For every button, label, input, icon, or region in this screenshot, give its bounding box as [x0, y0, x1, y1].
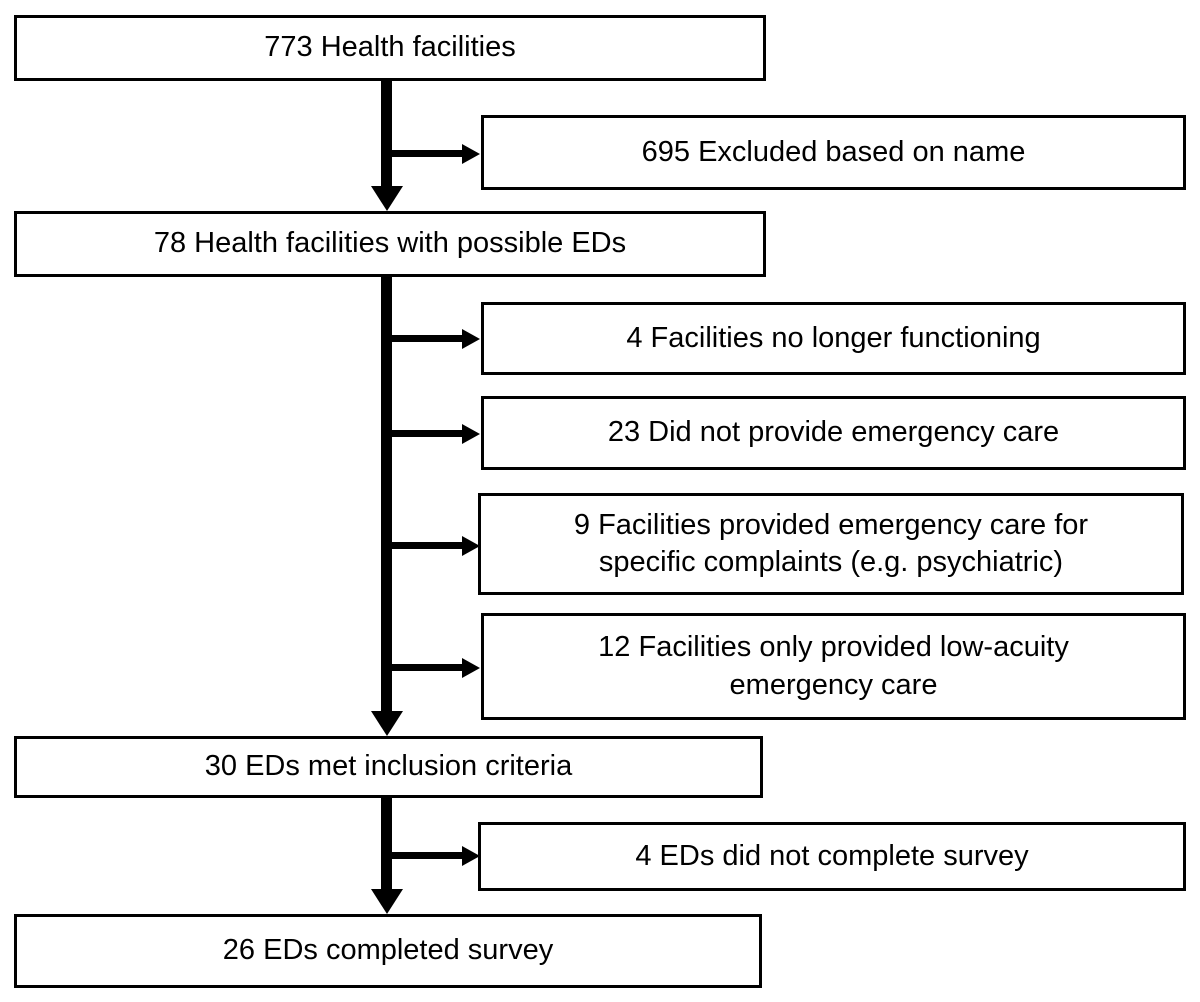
box-health-facilities: 773 Health facilities [14, 15, 766, 81]
branch-arrow-line-did-not-complete [387, 852, 464, 859]
box-possible-eds-label: 78 Health facilities with possible EDs [153, 227, 627, 260]
right-arrowhead-icon-not-functioning [462, 329, 480, 349]
box-met-inclusion-criteria-label: 30 EDs met inclusion criteria [204, 750, 573, 783]
down-arrow-line-1 [381, 81, 392, 187]
box-low-acuity-only: 12 Facilities only provided low-acuity e… [481, 613, 1186, 720]
box-met-inclusion-criteria: 30 EDs met inclusion criteria [14, 736, 763, 798]
down-arrowhead-icon-1 [371, 186, 403, 211]
box-specific-complaints-only-label: 9 Facilities provided emergency care for… [573, 508, 1089, 578]
branch-arrow-line-no-emergency-care [387, 430, 464, 437]
down-arrow-line-3 [381, 798, 392, 890]
right-arrowhead-icon-excluded-by-name [462, 144, 480, 164]
down-arrow-line-2 [381, 277, 392, 712]
right-arrowhead-icon-specific-complaints [462, 536, 480, 556]
branch-arrow-line-low-acuity [387, 664, 464, 671]
box-specific-complaints-only: 9 Facilities provided emergency care for… [478, 493, 1184, 595]
box-no-emergency-care: 23 Did not provide emergency care [481, 396, 1186, 470]
box-excluded-by-name-label: 695 Excluded based on name [641, 135, 1026, 168]
box-no-emergency-care-label: 23 Did not provide emergency care [607, 416, 1060, 449]
branch-arrow-line-not-functioning [387, 335, 464, 342]
box-did-not-complete-survey: 4 EDs did not complete survey [478, 822, 1186, 891]
box-health-facilities-label: 773 Health facilities [264, 31, 516, 64]
box-did-not-complete-survey-label: 4 EDs did not complete survey [635, 839, 1029, 872]
right-arrowhead-icon-low-acuity [462, 658, 480, 678]
box-low-acuity-only-label: 12 Facilities only provided low-acuity e… [598, 631, 1069, 701]
branch-arrow-line-excluded-by-name [387, 150, 464, 157]
box-completed-survey: 26 EDs completed survey [14, 914, 762, 988]
box-possible-eds: 78 Health facilities with possible EDs [14, 211, 766, 277]
down-arrowhead-icon-3 [371, 889, 403, 914]
branch-arrow-line-specific-complaints [387, 542, 464, 549]
down-arrowhead-icon-2 [371, 711, 403, 736]
box-completed-survey-label: 26 EDs completed survey [222, 934, 554, 967]
box-not-functioning-label: 4 Facilities no longer functioning [626, 321, 1041, 354]
box-not-functioning: 4 Facilities no longer functioning [481, 302, 1186, 375]
right-arrowhead-icon-no-emergency-care [462, 424, 480, 444]
box-excluded-by-name: 695 Excluded based on name [481, 115, 1186, 190]
right-arrowhead-icon-did-not-complete [462, 846, 480, 866]
